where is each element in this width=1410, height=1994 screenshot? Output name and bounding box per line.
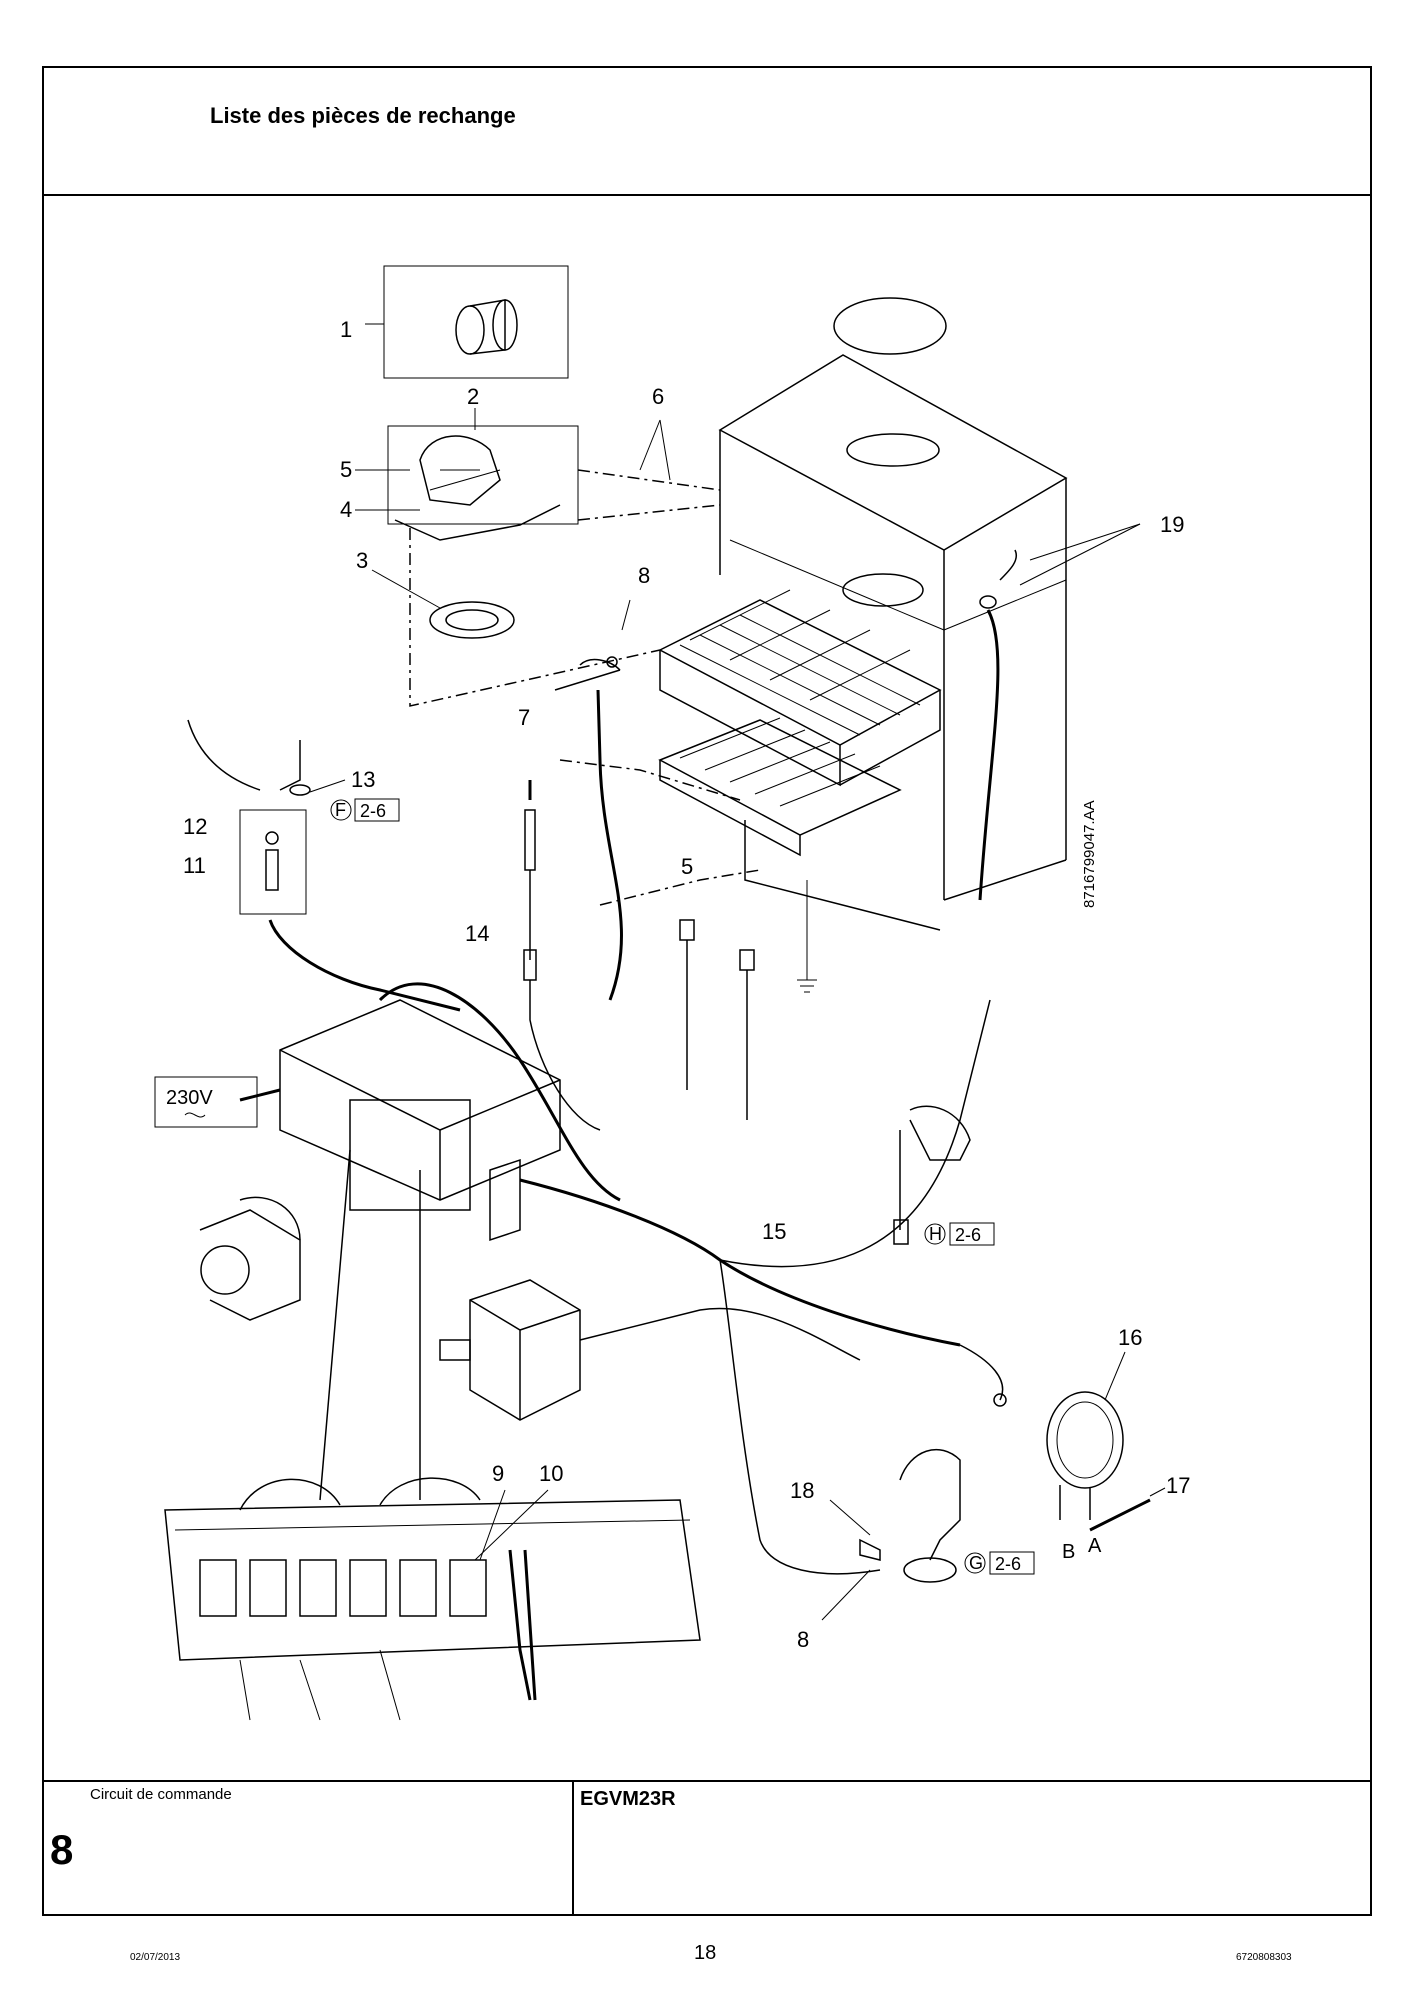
callout-16: 16 bbox=[1118, 1325, 1142, 1350]
page-number: 18 bbox=[694, 1942, 717, 1964]
control-board bbox=[164, 1149, 701, 1721]
callout-18: 18 bbox=[790, 1478, 814, 1503]
part-16-sensor-clip bbox=[1046, 1391, 1124, 1520]
model-name: EGVM23R bbox=[580, 1788, 676, 1810]
heat-exchanger bbox=[658, 589, 942, 787]
callout-14: 14 bbox=[465, 921, 489, 946]
cross-ref-h: H 2-6 bbox=[924, 1222, 995, 1246]
callout-1: 1 bbox=[340, 317, 352, 342]
cross-ref-g: G 2-6 bbox=[964, 1551, 1035, 1575]
callout-8b: 8 bbox=[797, 1627, 809, 1652]
callout-6: 6 bbox=[652, 384, 664, 409]
part-13-clip bbox=[187, 719, 311, 796]
callout-15: 15 bbox=[762, 1219, 786, 1244]
part-7-electrode bbox=[554, 656, 623, 1001]
callout-13: 13 bbox=[351, 767, 375, 792]
part-19-grommet bbox=[978, 549, 1017, 901]
callout-11: 11 bbox=[183, 853, 206, 878]
cross-ref-f-letter: F bbox=[335, 800, 346, 820]
cross-ref-g-code: 2-6 bbox=[995, 1554, 1021, 1574]
cross-ref-f-code: 2-6 bbox=[360, 801, 386, 821]
page-frame bbox=[42, 66, 1372, 1916]
doc-number: 6720808303 bbox=[1236, 1952, 1292, 1963]
part-15-harness bbox=[519, 999, 1007, 1575]
part-1-collar bbox=[383, 265, 569, 379]
boiler-casing bbox=[718, 354, 1068, 901]
footer-divider bbox=[572, 1780, 574, 1916]
connector-label-b: B bbox=[1062, 1541, 1075, 1563]
footer-date: 02/07/2013 bbox=[130, 1952, 181, 1963]
pump bbox=[199, 1196, 301, 1321]
cross-ref-h-letter: H bbox=[929, 1224, 942, 1244]
part-11-sensor bbox=[239, 809, 461, 1012]
callout-4: 4 bbox=[340, 497, 352, 522]
callout-8: 8 bbox=[638, 563, 650, 588]
ac-symbol bbox=[184, 1112, 206, 1118]
part-14-sensor bbox=[523, 780, 601, 1131]
callout-7: 7 bbox=[518, 705, 530, 730]
footer-band bbox=[42, 1780, 1372, 1916]
callout-9: 9 bbox=[492, 1461, 504, 1486]
callout-19: 19 bbox=[1160, 512, 1184, 537]
callout-2: 2 bbox=[467, 384, 479, 409]
cross-ref-g-letter: G bbox=[969, 1553, 983, 1573]
callout-3: 3 bbox=[356, 548, 368, 573]
callout-12: 12 bbox=[183, 814, 207, 839]
burner bbox=[658, 717, 941, 931]
voltage-label: 230V bbox=[166, 1087, 213, 1109]
top-cover bbox=[833, 297, 947, 355]
section-number: 8 bbox=[50, 1826, 74, 1873]
header-band bbox=[42, 66, 1372, 196]
exploded-parts-diagram: 1 2 3 4 5 6 7 8 11 12 13 14 5 15 16 17 1… bbox=[154, 265, 1190, 1721]
fitting-g bbox=[859, 1449, 961, 1583]
callout-17: 17 bbox=[1166, 1473, 1190, 1498]
drawing-code: 8716799047.AA bbox=[1081, 800, 1098, 908]
cross-ref-f: F 2-6 bbox=[330, 798, 400, 822]
part-3-gasket bbox=[429, 601, 515, 639]
control-unit bbox=[239, 982, 621, 1242]
part-17-wire bbox=[1089, 1498, 1151, 1532]
callout-5: 5 bbox=[340, 457, 352, 482]
cross-ref-h-code: 2-6 bbox=[955, 1225, 981, 1245]
part-2-fan-assembly bbox=[387, 425, 579, 541]
callout-5b: 5 bbox=[681, 854, 693, 879]
page-title: Liste des pièces de rechange bbox=[210, 103, 516, 128]
part-5-connectors bbox=[679, 880, 817, 1120]
connector-label-a: A bbox=[1088, 1535, 1102, 1557]
section-caption: Circuit de commande bbox=[90, 1786, 232, 1803]
gas-valve bbox=[439, 1279, 861, 1421]
callout-10: 10 bbox=[539, 1461, 563, 1486]
power-label-box bbox=[154, 1076, 258, 1128]
fitting-h bbox=[893, 1105, 971, 1245]
